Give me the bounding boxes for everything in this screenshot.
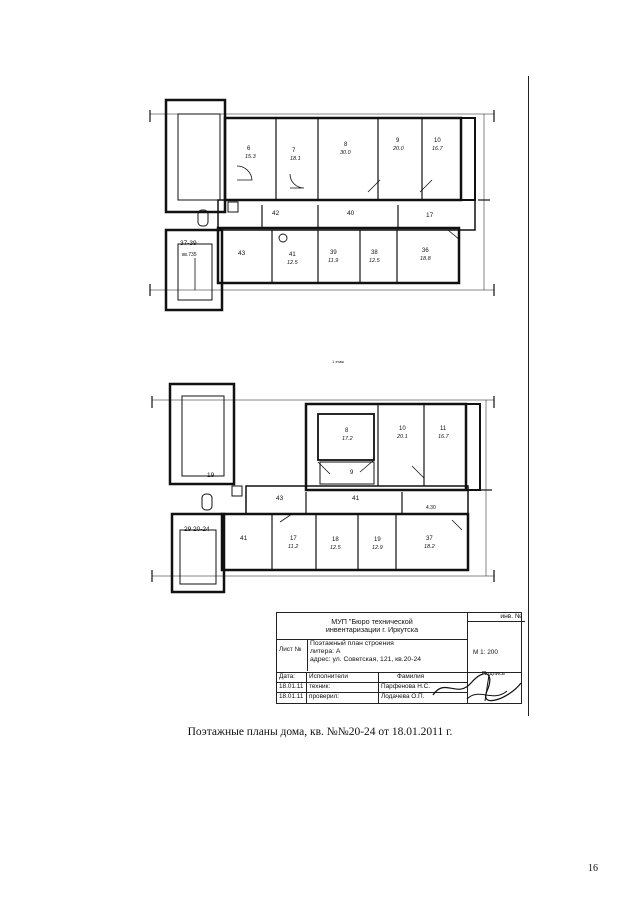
room-number: 18	[332, 537, 339, 543]
organization-line-2: инвентаризации г. Иркутска	[325, 624, 419, 634]
document-caption: Поэтажные планы дома, кв. №№20-24 от 18.…	[187, 726, 453, 738]
room-number: 39	[330, 250, 337, 256]
row-role: техник:	[309, 683, 331, 690]
room-number: 7	[292, 148, 296, 154]
room-area: 18.8	[420, 256, 432, 262]
room-number: 41	[240, 535, 248, 542]
room-number: 41	[289, 252, 296, 258]
room-number: 9	[350, 470, 354, 476]
room-area: 20.1	[396, 434, 408, 440]
surname-header: Фамилия	[397, 673, 425, 680]
scale-label: М 1: 200	[473, 649, 498, 656]
room-area: 12.5	[330, 545, 342, 551]
page-number: 16	[588, 863, 598, 874]
room-area: 16.7	[438, 434, 450, 440]
room-area: 12.9	[372, 545, 383, 551]
room-number: 8	[345, 428, 349, 434]
sheet-label: Лист №	[279, 646, 302, 653]
description-line-2: литера: А	[310, 647, 341, 655]
stamp-divider	[277, 639, 467, 640]
row-role: проверил:	[309, 693, 340, 700]
stamp-col-divider	[378, 672, 379, 703]
organization-name: МУП "Бюро технической инвентаризации г. …	[277, 613, 467, 644]
room-number: 17	[426, 212, 434, 219]
stamp-divider	[277, 672, 521, 673]
room-area: 11.9	[328, 258, 338, 264]
room-area: 4.30	[426, 505, 436, 511]
room-number: 10	[434, 138, 441, 144]
inventory-number-label: инв. №	[467, 613, 525, 622]
page-border-line	[528, 76, 529, 716]
signature-header: Подпись	[482, 671, 505, 677]
room-number: 29 20-24	[184, 526, 210, 533]
row-date: 18.01.11	[279, 683, 304, 690]
room-number: 36	[422, 248, 429, 254]
room-number: 10	[399, 426, 406, 432]
room-number: 38	[371, 250, 378, 256]
row-name: Лодачева О.П.	[381, 693, 425, 700]
room-area: 16.7	[432, 146, 444, 152]
room-number: 9	[396, 138, 400, 144]
lower-floor-plan	[151, 382, 495, 594]
stamp-right-column	[467, 622, 522, 672]
stamp-col-divider	[467, 672, 468, 703]
room-area: 30.0	[340, 150, 352, 156]
room-area: 12.5	[369, 258, 381, 264]
room-area: 18.1	[290, 156, 301, 162]
room-area: 20.0	[392, 146, 405, 152]
organization-line-1: МУП "Бюро технической	[331, 617, 413, 626]
floor-label: 1 этаж	[332, 359, 344, 364]
room-number: 6	[247, 146, 251, 152]
room-number: 19	[374, 537, 381, 543]
stamp-col-divider	[306, 672, 307, 703]
room-number: 37	[426, 536, 433, 542]
room-number: 43	[276, 495, 284, 502]
description-line-3: адрес: ул. Советская, 121, кв.20-24	[310, 655, 422, 663]
room-number: 11	[440, 426, 447, 432]
plan-description: Поэтажный план строения литера: А адрес:…	[307, 640, 470, 671]
room-number: 40	[347, 210, 355, 217]
executor-header: Исполнители	[309, 673, 348, 680]
description-line-1: Поэтажный план строения	[310, 640, 394, 647]
room-area: 11.2	[288, 544, 298, 550]
handwritten-signature	[432, 673, 522, 702]
room-number: 43	[238, 250, 246, 257]
title-block: МУП "Бюро технической инвентаризации г. …	[276, 612, 525, 704]
room-number: 41	[352, 495, 360, 502]
stamp-divider	[277, 692, 467, 693]
room-area: кв.735	[182, 252, 197, 258]
room-area: 18.2	[424, 544, 435, 550]
stamp-divider	[277, 682, 467, 683]
upper-floor-plan	[149, 98, 495, 312]
room-area: 17.2	[342, 436, 353, 442]
room-number: 17	[290, 536, 297, 542]
date-header: Дата:	[279, 673, 295, 680]
room-number: 42	[272, 210, 280, 217]
room-area: 12.5	[287, 260, 299, 266]
room-area: 15.3	[245, 154, 257, 160]
row-name: Парфенова Н.С.	[381, 683, 431, 690]
room-number: 19	[207, 472, 215, 479]
row-date: 18.01.11	[279, 693, 304, 700]
room-number: 8	[344, 142, 348, 148]
room-number: 37-39	[180, 240, 197, 247]
